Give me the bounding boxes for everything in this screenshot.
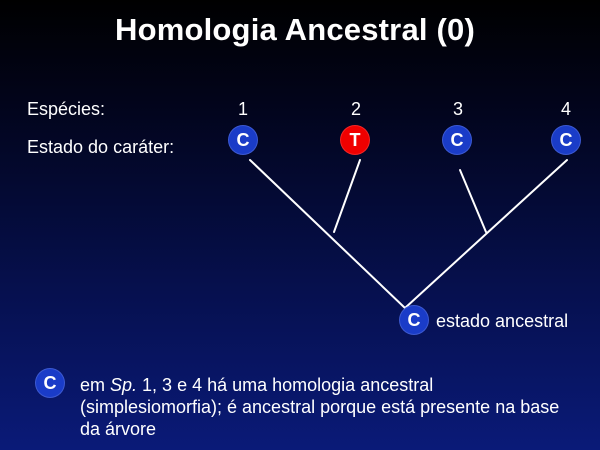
state-badge-species-3: C [442,125,472,155]
character-state-label: Estado do caráter: [27,137,175,157]
root-state-label: estado ancestral [436,311,569,331]
branch-species-4 [404,159,568,309]
branch-species-1 [249,159,406,309]
state-badge-species-4: C [551,125,581,155]
species-number-3: 3 [452,99,463,119]
species-number-4: 4 [560,99,571,119]
caption-text-before: em [80,375,111,395]
species-number-1: 1 [237,99,248,119]
branch-species-3 [459,169,487,233]
state-badge-species-2: T [340,125,370,155]
legend-caption: em Sp. 1, 3 e 4 há uma homologia ancestr… [80,374,580,440]
state-badge-species-1: C [228,125,258,155]
root-state-badge: C [399,305,429,335]
species-label: Espécies: [27,99,106,119]
legend-state-badge: C [35,368,65,398]
caption-text-after: 1, 3 e 4 há uma homologia ancestral (sim… [80,375,560,439]
branch-species-2 [333,159,361,233]
species-number-2: 2 [350,99,361,119]
slide-title: Homologia Ancestral (0) [114,12,475,47]
caption-italic-species: Sp. [110,375,138,395]
